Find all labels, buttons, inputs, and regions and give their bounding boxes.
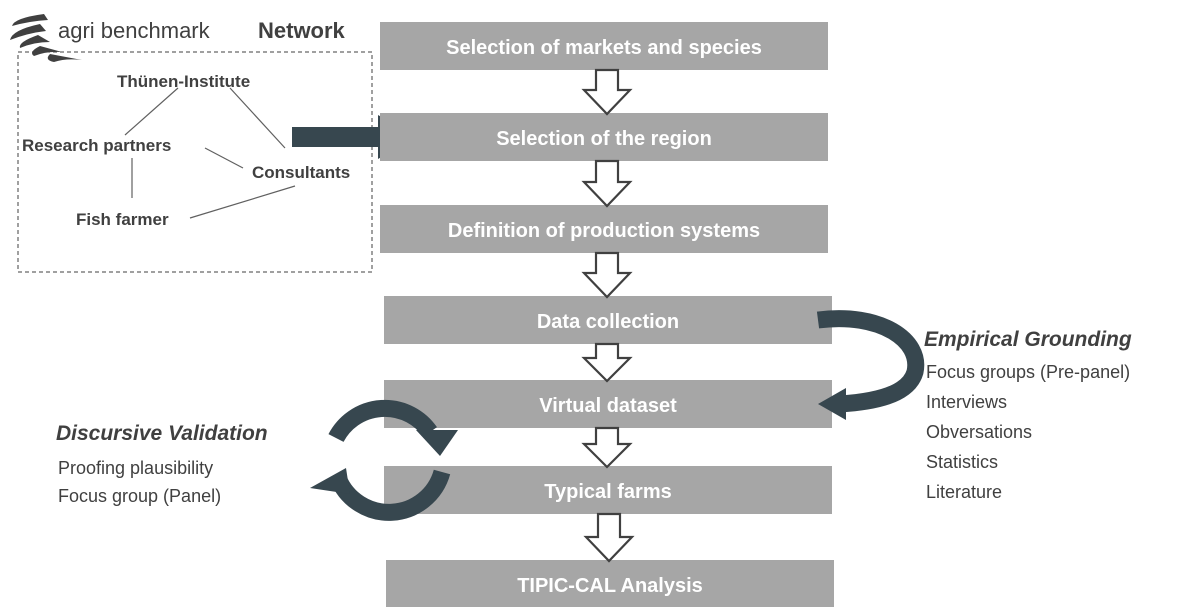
node-fish-farmer: Fish farmer [76,210,169,229]
link-farmer-consultants [189,185,296,219]
step-4: Data collection [384,296,832,344]
empirical-item: Literature [926,482,1002,502]
down-arrow-4-icon [581,342,633,383]
empirical-item: Interviews [926,392,1007,412]
empirical-item: Obversations [926,422,1032,442]
step-2-box [380,113,828,161]
logo-swoosh-icon [10,14,82,62]
link-research-consultants [204,147,244,169]
step-5-box [384,380,832,428]
node-institute: Thünen-Institute [117,72,250,91]
step-3-label: Definition of production systems [448,220,760,242]
step-3-box [380,205,828,253]
discursive-item: Proofing plausibility [58,458,213,478]
step-2: Selection of the region [380,113,828,161]
step-7-box [386,560,834,607]
step-5-label: Virtual dataset [539,395,677,417]
step-2-label: Selection of the region [496,128,712,150]
step-1: Selection of markets and species [380,22,828,70]
logo-text: agri benchmark [58,18,211,43]
logo-network-text: Network [258,18,346,43]
link-institute-consultants [229,87,286,149]
step-6-box [384,466,832,514]
empirical-heading: Empirical Grounding [924,328,1132,351]
discursive-item: Focus group (Panel) [58,486,221,506]
link-institute-research [124,87,179,136]
down-arrow-6-icon [583,512,635,563]
step-7: TIPIC-CAL Analysis [386,560,834,607]
empirical-item: Focus groups (Pre-panel) [926,362,1130,382]
network-box [17,51,373,273]
down-arrow-5-icon [581,426,633,469]
empirical-loop-arrow-icon [816,310,925,420]
step-1-box [380,22,828,70]
empirical-grounding: Empirical Grounding Focus groups (Pre-pa… [924,328,1132,502]
step-6: Typical farms [384,466,832,514]
step-4-label: Data collection [537,311,679,333]
agri-benchmark-logo: agri benchmark Network [10,14,346,62]
step-1-label: Selection of markets and species [446,37,762,59]
node-research-partners: Research partners [22,136,171,155]
step-4-box [384,296,832,344]
step-3: Definition of production systems [380,205,828,253]
validation-cycle-icon [310,399,458,521]
discursive-heading: Discursive Validation [56,422,268,445]
down-arrow-2-icon [581,159,633,208]
network-links [124,87,296,219]
empirical-item: Statistics [926,452,998,472]
step-6-label: Typical farms [544,481,671,503]
down-arrow-1-icon [581,68,633,116]
step-5: Virtual dataset [384,380,832,428]
node-consultants: Consultants [252,163,350,182]
step-7-label: TIPIC-CAL Analysis [517,575,703,597]
discursive-validation: Discursive Validation Proofing plausibil… [56,422,268,506]
down-arrow-3-icon [581,251,633,299]
